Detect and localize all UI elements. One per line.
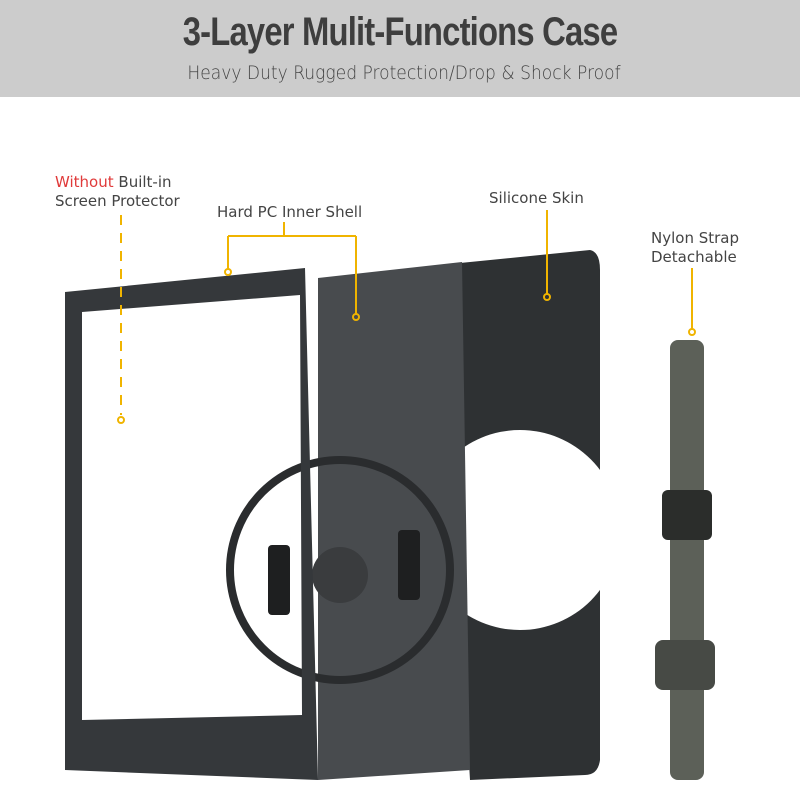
strap-line2: Detachable	[651, 248, 737, 266]
inner-shell-callout-line	[227, 222, 357, 315]
hard-pc-inner-shell	[318, 262, 470, 780]
strap-clip	[655, 640, 715, 690]
nylon-strap	[670, 340, 704, 780]
hand-grip-left	[268, 545, 290, 615]
inner-shell-callout: Hard PC Inner Shell	[217, 203, 363, 221]
protector-callout-dot	[117, 416, 125, 424]
strap-callout: Nylon Strap Detachable	[651, 229, 739, 267]
hand-grip-right	[398, 530, 420, 600]
rotating-handle-center	[312, 547, 368, 603]
silicone-skin-cutout	[420, 430, 620, 630]
protector-highlight: Without	[55, 173, 114, 191]
strap-line1: Nylon Strap	[651, 229, 740, 247]
header-banner: 3-Layer Mulit-Functions Case Heavy Duty …	[0, 0, 800, 97]
silicone-callout: Silicone Skin	[489, 189, 584, 207]
front-frame	[65, 268, 318, 780]
protector-line1: Built-in	[118, 173, 172, 191]
page-title: 3-Layer Mulit-Functions Case	[182, 10, 618, 54]
protector-line2: Screen Protector	[55, 192, 180, 210]
rotating-handle-ring	[226, 456, 454, 684]
strap-buckle	[662, 490, 712, 540]
page-subtitle: Heavy Duty Rugged Protection/Drop & Shoc…	[187, 62, 621, 84]
protector-callout: Without Built-in Screen Protector	[55, 173, 180, 211]
